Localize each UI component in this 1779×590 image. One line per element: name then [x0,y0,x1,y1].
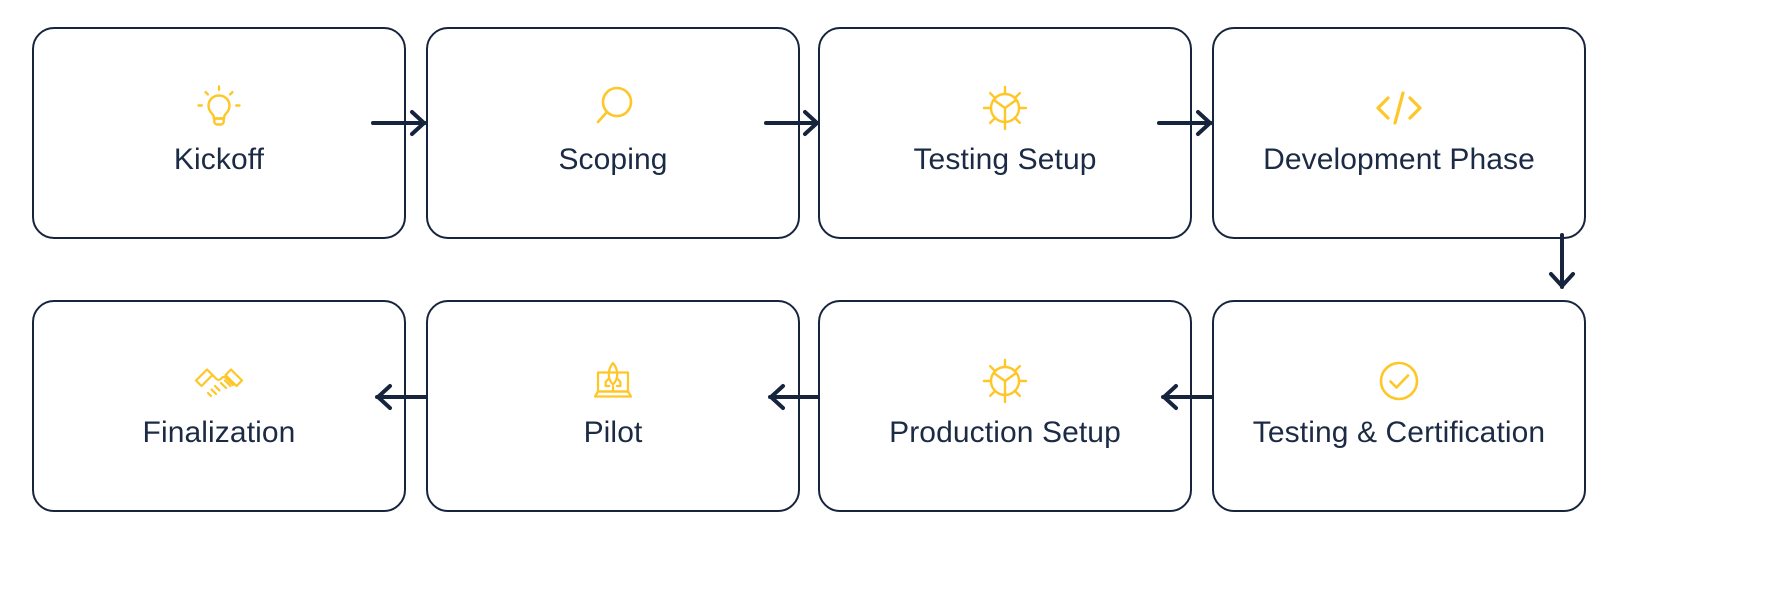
step-content: Finalization [143,352,296,449]
arrow-left-icon [763,380,825,414]
step-content: Scoping [558,79,667,176]
step-content: Testing Setup [913,79,1096,176]
step-label: Testing & Certification [1252,415,1546,449]
magnifier-icon [584,79,642,137]
arrow-right-icon [370,106,432,140]
gear-icon [976,352,1034,410]
check-circle-icon [1370,352,1428,410]
step-card-kickoff[interactable]: Kickoff [32,27,406,239]
step-label: Testing Setup [913,142,1097,176]
step-card-development-phase[interactable]: Development Phase [1212,27,1586,239]
step-label: Production Setup [889,415,1121,449]
arrow-down-icon [1545,232,1579,294]
step-card-production-setup[interactable]: Production Setup [818,300,1192,512]
code-brackets-icon [1370,79,1428,137]
arrow-right-icon [1156,106,1218,140]
arrow-left-icon [1156,380,1218,414]
step-card-pilot[interactable]: Pilot [426,300,800,512]
arrow-right-icon [763,106,825,140]
step-content: Production Setup [889,352,1121,449]
step-card-finalization[interactable]: Finalization [32,300,406,512]
step-card-testing-certification[interactable]: Testing & Certification [1212,300,1586,512]
step-label: Scoping [558,142,668,176]
step-label: Development Phase [1263,142,1535,176]
step-content: Pilot [584,352,643,449]
step-content: Kickoff [174,79,264,176]
handshake-icon [190,352,248,410]
gear-icon [976,79,1034,137]
arrow-left-icon [370,380,432,414]
rocket-laptop-icon [584,352,642,410]
step-card-scoping[interactable]: Scoping [426,27,800,239]
step-label: Finalization [142,415,296,449]
step-content: Development Phase [1263,79,1535,176]
step-card-testing-setup[interactable]: Testing Setup [818,27,1192,239]
step-label: Kickoff [173,142,265,176]
lightbulb-icon [190,79,248,137]
step-label: Pilot [583,415,643,449]
step-content: Testing & Certification [1253,352,1545,449]
